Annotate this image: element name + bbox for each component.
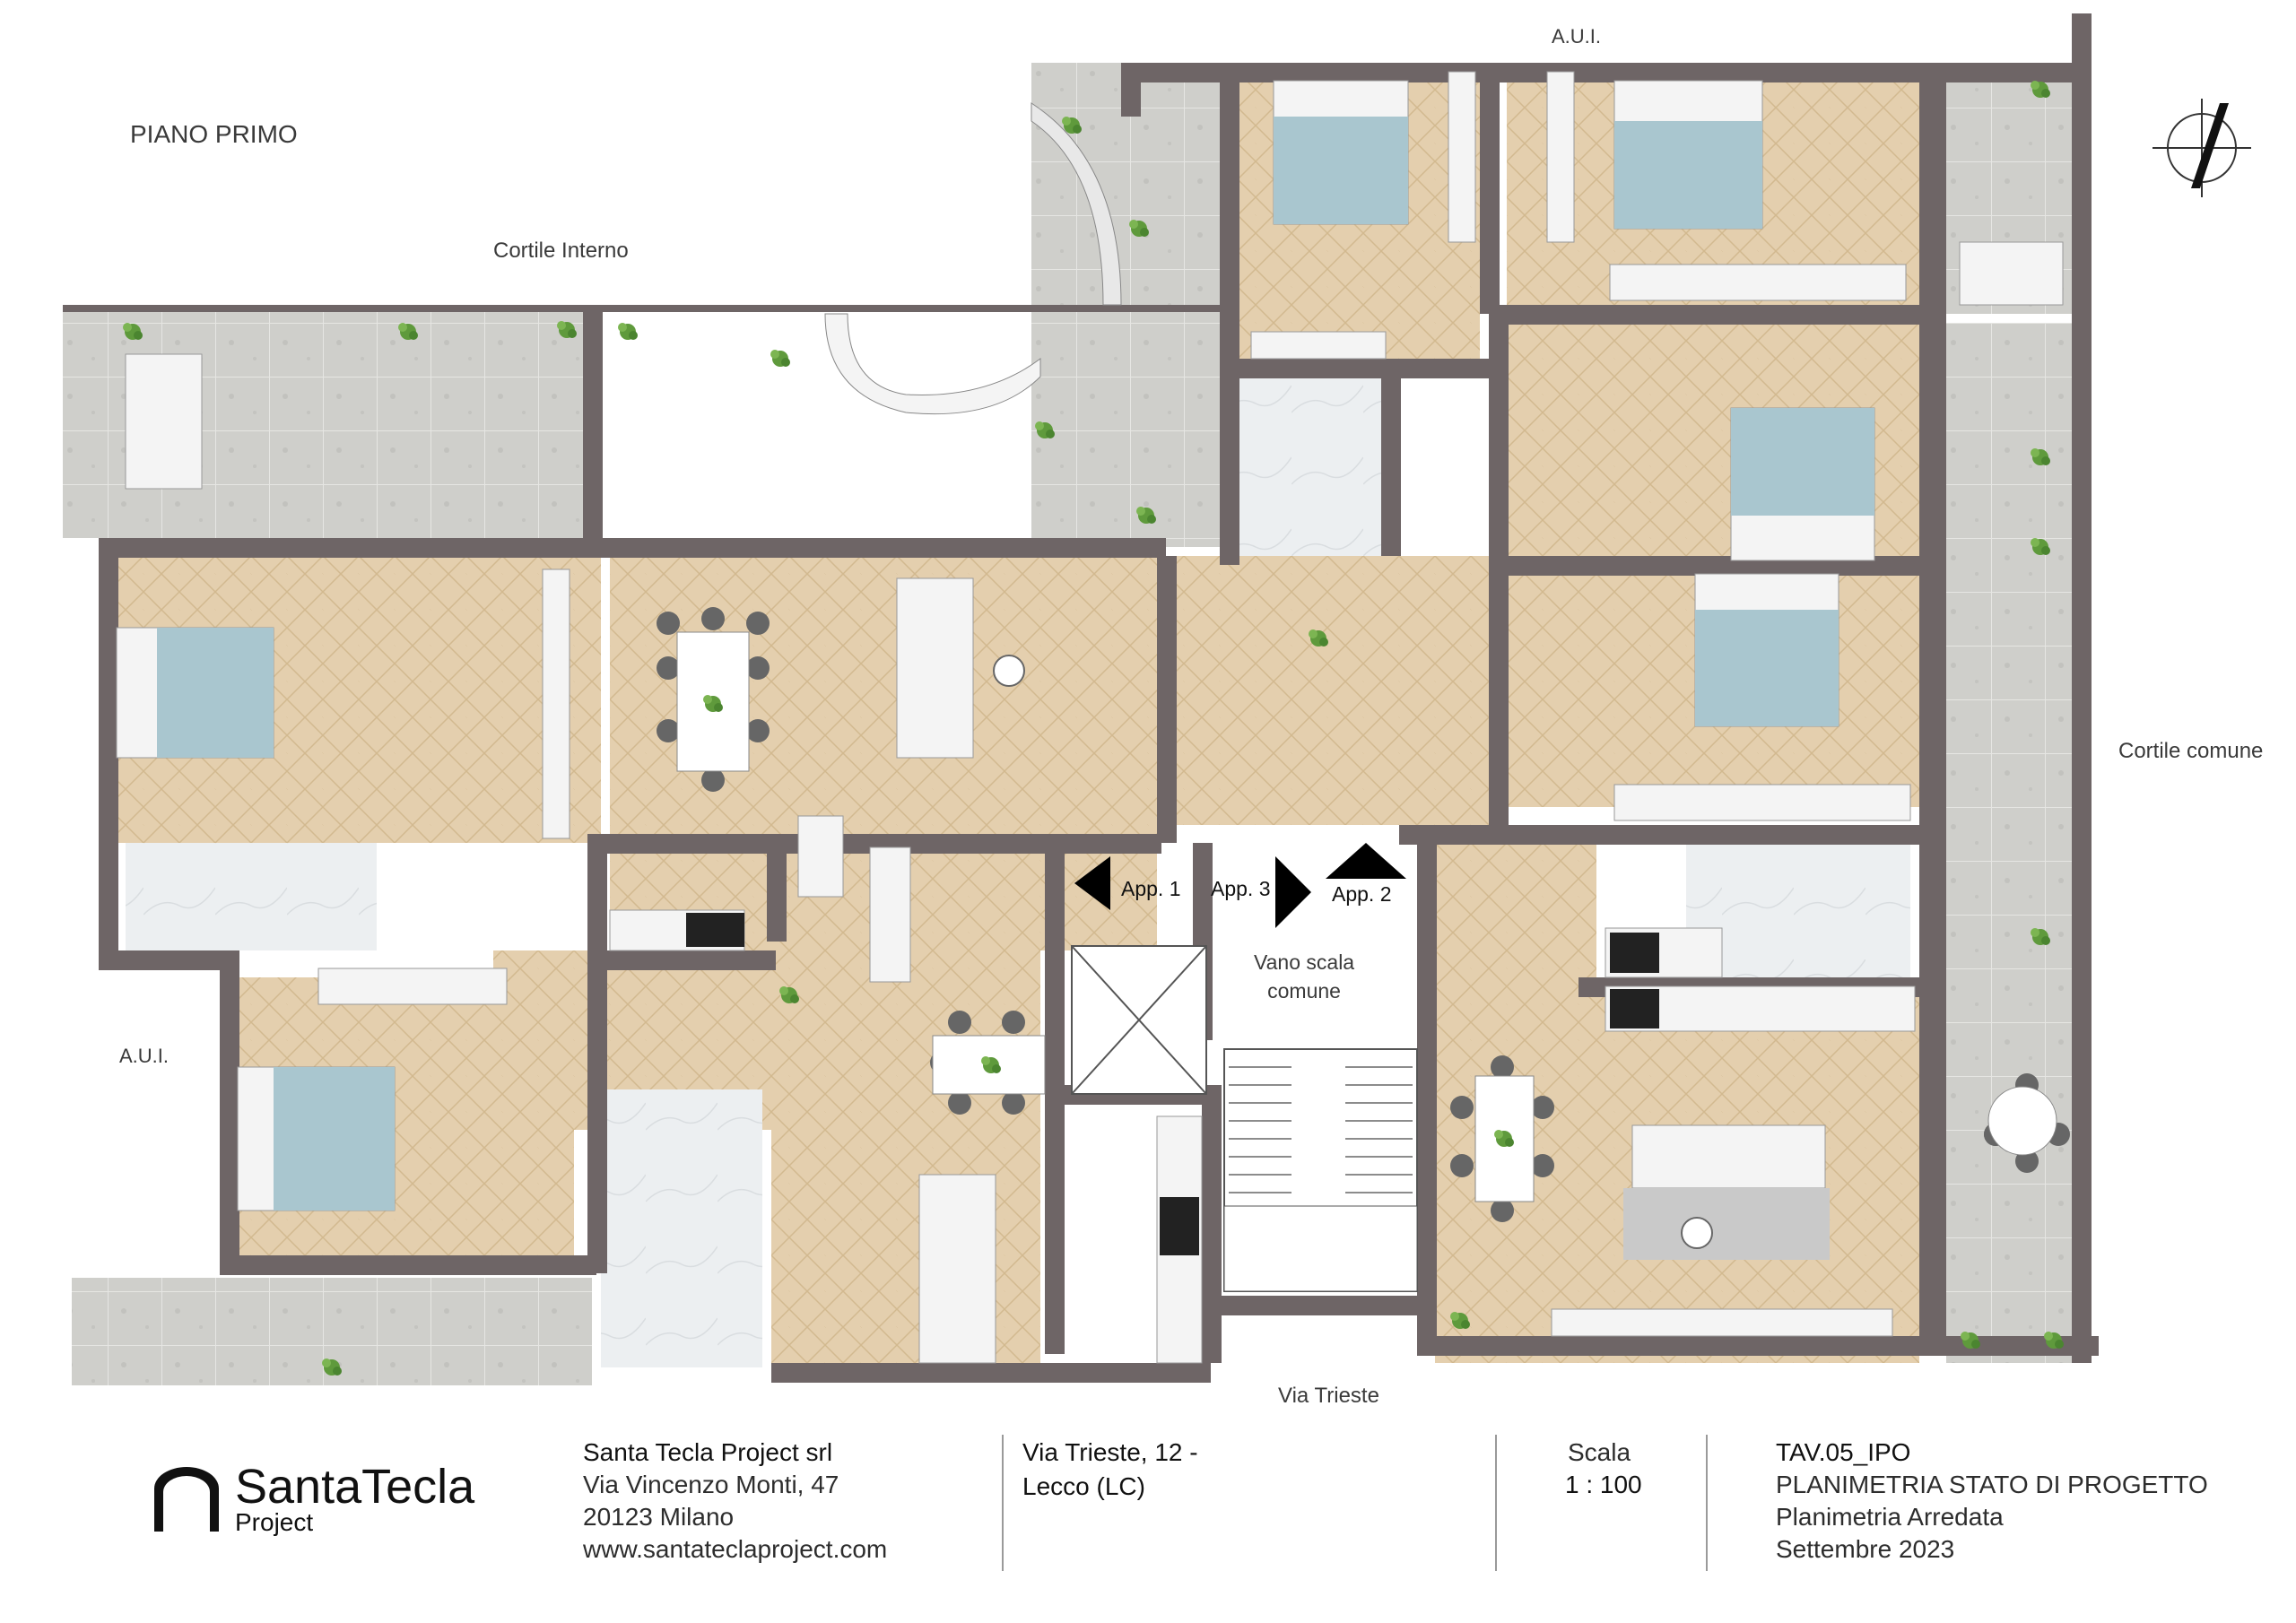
north-arrow-icon bbox=[2152, 99, 2251, 197]
logo-subtitle: Project bbox=[235, 1508, 314, 1536]
drawing-title: PLANIMETRIA STATO DI PROGETTO bbox=[1776, 1471, 2208, 1498]
bed-left-bottom bbox=[237, 1066, 396, 1211]
bed-top-1 bbox=[1273, 80, 1409, 225]
bed-right-2 bbox=[1694, 573, 1839, 727]
divider-2 bbox=[1495, 1435, 1497, 1571]
furniture bbox=[116, 71, 2070, 1364]
santatecla-logo-icon bbox=[154, 1467, 219, 1532]
via-trieste-label: Via Trieste bbox=[1278, 1384, 1379, 1408]
project-address-line1: Via Trieste, 12 - bbox=[1022, 1438, 1198, 1466]
app1-arrow bbox=[1074, 856, 1110, 910]
app2-arrow bbox=[1326, 843, 1406, 879]
bathrooms bbox=[126, 377, 1910, 1367]
bed-top-2 bbox=[1613, 80, 1763, 230]
divider-3 bbox=[1706, 1435, 1708, 1571]
drawing-date: Settembre 2023 bbox=[1776, 1535, 1955, 1563]
cortile-comune-label: Cortile comune bbox=[2118, 739, 2264, 763]
project-address-line2: Lecco (LC) bbox=[1022, 1472, 1145, 1500]
scale-label: Scala bbox=[1568, 1438, 1631, 1466]
floor-label: PIANO PRIMO bbox=[130, 120, 298, 148]
company-name: Santa Tecla Project srl bbox=[583, 1438, 833, 1466]
logo-wordmark: SantaTecla bbox=[235, 1460, 475, 1514]
title-block: SantaTecla Project Santa Tecla Project s… bbox=[0, 1417, 2296, 1623]
vano-scala-label: Vano scala comune bbox=[1254, 950, 1355, 1002]
apartment-entrance-arrows bbox=[1074, 843, 1406, 928]
scale-value: 1 : 100 bbox=[1565, 1471, 1642, 1498]
drawing-code: TAV.05_IPO bbox=[1776, 1438, 1911, 1466]
company-street: Via Vincenzo Monti, 47 bbox=[583, 1471, 839, 1498]
app1-label: App. 1 bbox=[1121, 877, 1181, 900]
app3-label: App. 3 bbox=[1211, 877, 1271, 900]
app3-arrow bbox=[1275, 856, 1311, 928]
app2-label: App. 2 bbox=[1332, 882, 1392, 906]
bed-left-top bbox=[116, 627, 274, 759]
aui-top-label: A.U.I. bbox=[1552, 25, 1602, 48]
bed-right-1 bbox=[1730, 407, 1875, 561]
cortile-interno-label: Cortile Interno bbox=[493, 239, 629, 263]
terrace-areas bbox=[63, 63, 2072, 1385]
company-website[interactable]: www.santateclaproject.com bbox=[583, 1535, 888, 1563]
aui-left-label: A.U.I. bbox=[119, 1045, 170, 1067]
drawing-subtitle: Planimetria Arredata bbox=[1776, 1503, 2004, 1531]
divider-1 bbox=[1002, 1435, 1004, 1571]
company-city: 20123 Milano bbox=[583, 1503, 735, 1531]
